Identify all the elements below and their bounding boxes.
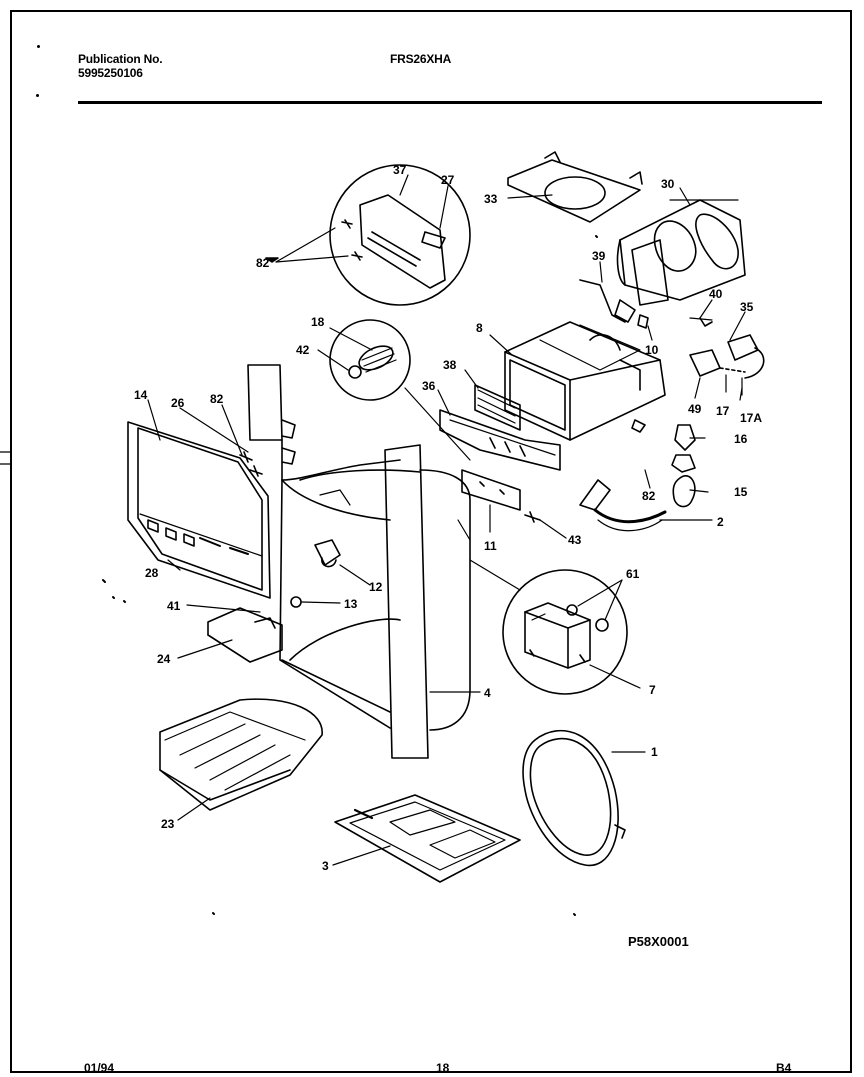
part-2-harness-plug [579, 479, 611, 511]
part-35-sensor [727, 334, 759, 361]
callout-33: 33 [484, 192, 498, 206]
callout-42: 42 [296, 343, 310, 357]
footer-date: 01/94 [84, 1061, 115, 1075]
header-rule [78, 101, 822, 104]
callout-17: 17 [716, 404, 730, 418]
part-38-panel [474, 384, 521, 431]
callout-7: 7 [649, 683, 656, 697]
callout-35: 35 [740, 300, 754, 314]
part-strip [247, 364, 283, 441]
callout-12: 12 [369, 580, 383, 594]
part-1-gasket [522, 729, 619, 867]
callout-40: 40 [709, 287, 723, 301]
part-37-bracket [359, 194, 446, 289]
part-39-wire [579, 279, 626, 323]
diagram-code: P58X0001 [628, 934, 689, 949]
callout-30: 30 [661, 177, 675, 191]
callout-43: 43 [568, 533, 582, 547]
callout-4: 4 [484, 686, 491, 700]
model-number: FRS26XHA [390, 52, 452, 66]
part-24-lever [207, 607, 283, 663]
callout-16: 16 [734, 432, 748, 446]
callout-8: 8 [476, 321, 483, 335]
callout-61: 61 [626, 567, 640, 581]
part-36-panel [439, 409, 561, 471]
callout-49: 49 [688, 402, 702, 416]
part-30-housing [619, 199, 746, 301]
callout-11: 11 [484, 539, 497, 553]
callout-23: 23 [161, 817, 175, 831]
publication-number: 5995250106 [78, 66, 143, 80]
scan-speck [37, 45, 40, 48]
part-82-screw [351, 251, 363, 261]
publication-label: Publication No. [78, 52, 163, 66]
part-housing [281, 439, 401, 481]
callout-27: 27 [441, 173, 455, 187]
page-border [10, 10, 852, 1073]
part-8-control-box [504, 321, 666, 441]
part-33-plate [507, 159, 641, 223]
callout-10: 10 [645, 343, 659, 357]
callout-82c: 82 [642, 489, 656, 503]
callout-36: 36 [422, 379, 436, 393]
part-82-screw [341, 219, 353, 229]
detail-circle-spring [329, 319, 411, 401]
callout-39: 39 [592, 249, 606, 263]
callout-82b: 82 [210, 392, 224, 406]
footer-section: B4 [776, 1061, 792, 1075]
part-49-connector [689, 349, 721, 377]
callout-3: 3 [322, 859, 329, 873]
callout-15: 15 [734, 485, 748, 499]
callout-28: 28 [145, 566, 159, 580]
part-16-socket [674, 424, 696, 451]
callout-41: 41 [167, 599, 181, 613]
callout-1: 1 [651, 745, 658, 759]
callout-38: 38 [443, 358, 457, 372]
callout-13: 13 [344, 597, 358, 611]
footer-page: 18 [436, 1061, 450, 1075]
callout-17a: 17A [740, 411, 763, 425]
scan-speck [36, 94, 39, 97]
part-11-bracket [461, 469, 521, 511]
callout-18: 18 [311, 315, 325, 329]
callout-24: 24 [157, 652, 171, 666]
detail-circle-switch [502, 569, 628, 695]
part-15-bulb [672, 475, 696, 508]
part-14-display-panel [127, 421, 271, 599]
callout-37: 37 [393, 163, 407, 177]
callout-14: 14 [134, 388, 148, 402]
part-23-tray [159, 698, 323, 811]
part-27-clip [421, 231, 446, 249]
part-4-channel [384, 444, 429, 759]
part-7-switch [524, 602, 591, 669]
detail-circle-bracket [329, 164, 471, 306]
part-3-pad [334, 794, 521, 883]
callout-26: 26 [171, 396, 185, 410]
callout-2: 2 [717, 515, 724, 529]
callout-82: 82 [256, 256, 270, 270]
